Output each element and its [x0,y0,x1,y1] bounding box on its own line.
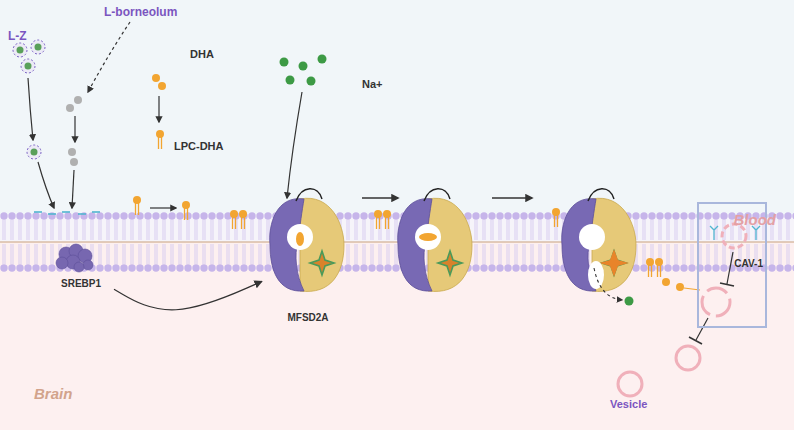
protein-node: SREBP1 [48,244,114,296]
protein-blob [56,257,68,269]
region-label: Brain [34,386,72,403]
transporter-label: MFSD2A [262,312,354,323]
transporter-shape [262,192,354,330]
protein-label: SREBP1 [48,278,114,289]
molecule-label: DHA [190,48,214,60]
molecule-label: LPC-DHA [174,140,224,152]
transporter-node: MFSD2A [262,192,354,330]
protein-label: CAV-1 [734,258,763,269]
vesicle-label: Vesicle [610,398,647,410]
protein-blob [83,260,93,270]
lpc-in-pocket [296,232,304,246]
region-label: Blood [734,212,777,229]
brain-region: Brain SREBP1 [0,242,794,430]
blood-region: Blood [0,0,794,214]
drug-label: L-Z [8,30,27,43]
drug-label: L-borneolum [104,6,177,19]
protein-blob [74,262,84,272]
cav1-symbol [710,226,718,240]
transporter-symbol [270,189,344,292]
cav1-symbol [752,226,760,240]
lpc-in-pocket [419,233,437,241]
ion-label: Na+ [362,78,383,90]
